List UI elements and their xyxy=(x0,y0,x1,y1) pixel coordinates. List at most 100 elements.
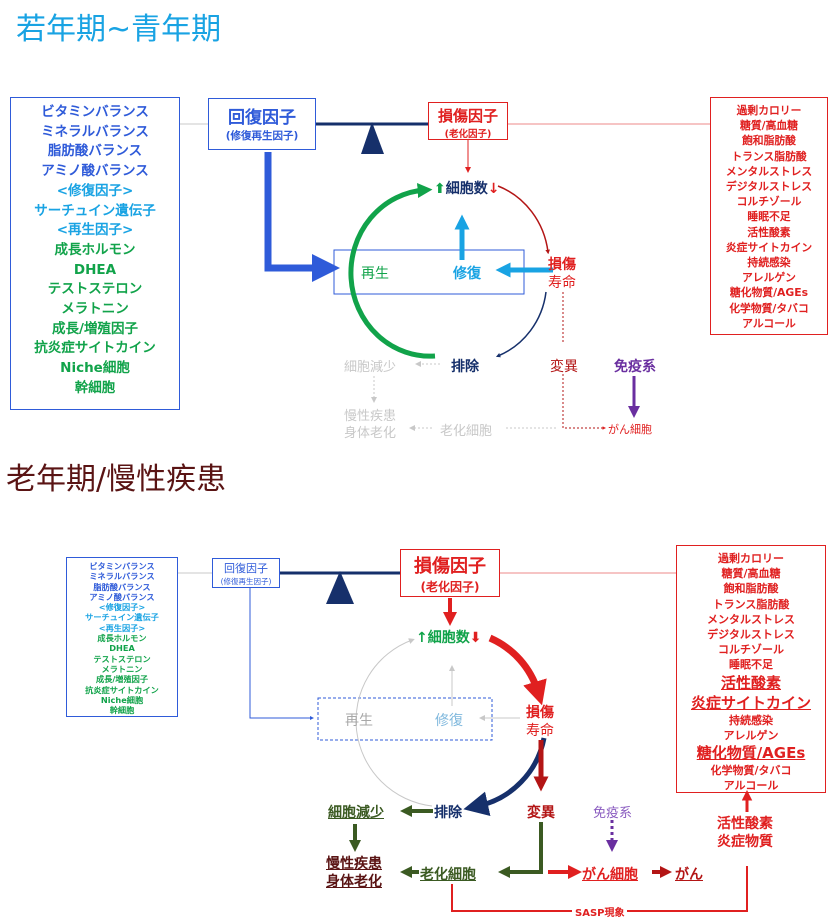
senescent-label-2: 老化細胞 xyxy=(420,867,476,883)
senescent-label: 老化細胞 xyxy=(440,424,493,439)
damage-factor-title: 損傷因子 xyxy=(414,556,486,577)
cell-decrease-label: 細胞減少 xyxy=(344,360,397,375)
list-item: コルチゾール xyxy=(718,643,784,657)
list-item: サーチュイン遺伝子 xyxy=(85,612,159,623)
arrow-down-icon: ↓ xyxy=(487,181,500,197)
recovery-factor-list: ビタミンバランス ミネラルバランス 脂肪酸バランス アミノ酸バランス <修復因子… xyxy=(10,97,180,410)
damage-factor-subtitle: (老化因子) xyxy=(420,580,480,594)
balance-fulcrum-icon xyxy=(361,122,384,154)
excretion-label-2: 排除 xyxy=(434,805,462,821)
list-item: 成長ホルモン xyxy=(54,241,136,258)
immune-label: 免疫系 xyxy=(614,359,656,375)
damage-label: 損傷 xyxy=(548,257,576,273)
recovery-factor-subtitle: (修復再生因子) xyxy=(225,130,299,142)
sasp-label: SASP現象 xyxy=(572,904,628,919)
disease-aging-label: 慢性疾患 身体老化 xyxy=(344,408,396,442)
cell-decrease-label-2: 細胞減少 xyxy=(328,805,384,821)
list-item: 成長/増殖因子 xyxy=(52,320,138,337)
list-item: テストステロン xyxy=(93,653,151,664)
aging-text: 身体老化 xyxy=(326,874,382,890)
list-item: アレルゲン xyxy=(742,271,796,285)
list-item: 幹細胞 xyxy=(109,705,135,716)
list-item: トランス脂肪酸 xyxy=(712,597,790,611)
lifespan-label: 寿命 xyxy=(548,275,576,291)
list-item-emphasized: 活性酸素 xyxy=(720,673,781,692)
arrow-down-icon: ⬇ xyxy=(469,630,482,646)
list-item: アレルゲン xyxy=(723,728,779,742)
list-item: メラトニン xyxy=(101,663,143,674)
immune-label-2: 免疫系 xyxy=(593,806,633,821)
list-item: トランス脂肪酸 xyxy=(731,149,807,163)
recovery-factor-list-2: ビタミンバランス ミネラルバランス 脂肪酸バランス アミノ酸バランス <修復因子… xyxy=(66,557,178,717)
list-item: ミネラルバランス xyxy=(89,571,155,582)
list-item: 幹細胞 xyxy=(74,379,116,396)
list-item: メンタルストレス xyxy=(707,612,795,626)
list-item: 過剰カロリー xyxy=(718,552,784,565)
list-item: アミノ酸バランス xyxy=(89,591,155,602)
list-item: 糖質/高血糖 xyxy=(740,119,798,133)
list-item: Niche細胞 xyxy=(60,360,130,377)
list-item: 成長ホルモン xyxy=(97,633,147,644)
list-item: 飽和脂肪酸 xyxy=(723,582,779,596)
excretion-label: 排除 xyxy=(451,359,479,375)
arrow-up-icon: ↑ xyxy=(416,630,428,646)
list-item: 抗炎症サイトカイン xyxy=(85,684,159,695)
repair-label-2: 修復 xyxy=(435,713,463,729)
list-item: 抗炎症サイトカイン xyxy=(34,340,156,357)
damage-factor-subtitle: (老化因子) xyxy=(444,129,492,140)
list-item: デジタルストレス xyxy=(707,628,795,642)
list-item: メンタルストレス xyxy=(725,164,813,178)
list-item: アミノ酸バランス xyxy=(41,163,149,180)
list-item: デジタルストレス xyxy=(725,180,813,194)
list-item: <修復因子> xyxy=(56,182,134,199)
list-item-emphasized: 糖化物質/AGEs xyxy=(696,744,806,763)
aging-text: 身体老化 xyxy=(344,426,397,441)
sasp-product-label: 活性酸素 炎症物質 xyxy=(717,815,773,851)
list-item: 成長/増殖因子 xyxy=(95,674,149,685)
list-item: ミネラルバランス xyxy=(41,123,149,140)
damage-label-2: 損傷 xyxy=(526,705,554,721)
recovery-factor-box: 回復因子 (修復再生因子) xyxy=(208,98,316,150)
balance-fulcrum-icon-2 xyxy=(326,571,354,604)
repair-label: 修復 xyxy=(453,266,481,282)
list-item: 飽和脂肪酸 xyxy=(742,134,796,148)
list-item: アルコール xyxy=(723,779,779,793)
arrow-up-icon: ⬆ xyxy=(434,181,446,197)
list-item: テストステロン xyxy=(47,281,143,298)
cancer-cell-label: がん細胞 xyxy=(608,423,652,436)
disease-text: 慢性疾患 xyxy=(326,856,382,872)
ros-text: 活性酸素 xyxy=(717,816,773,832)
list-item: アルコール xyxy=(742,316,796,330)
list-item: 糖化物質/AGEs xyxy=(729,286,809,300)
list-item: 炎症サイトカイン xyxy=(725,240,813,254)
damage-factor-list-2: 過剰カロリー 糖質/高血糖 飽和脂肪酸 トランス脂肪酸 メンタルストレス デジタ… xyxy=(676,545,826,793)
regen-label-2: 再生 xyxy=(345,713,373,729)
list-item: 糖質/高血糖 xyxy=(721,567,781,581)
list-item: 過剰カロリー xyxy=(736,104,802,117)
recovery-factor-title: 回復因子 xyxy=(228,108,296,128)
cancer-label: がん xyxy=(675,867,703,883)
list-item: メラトニン xyxy=(61,301,129,318)
list-item: <修復因子> xyxy=(98,602,146,613)
list-item: 睡眠不足 xyxy=(729,658,773,672)
list-item: 脂肪酸バランス xyxy=(47,143,143,160)
list-item: サーチュイン遺伝子 xyxy=(34,202,156,219)
cell-count-label-2: ↑細胞数⬇ xyxy=(416,630,482,646)
mutation-label-2: 変異 xyxy=(527,805,555,821)
list-item: Niche細胞 xyxy=(100,694,144,705)
list-item: ビタミンバランス xyxy=(41,104,149,120)
list-item: 化学物質/タバコ xyxy=(729,301,809,315)
cancer-cell-label-2: がん細胞 xyxy=(582,867,638,883)
disease-aging-label-2: 慢性疾患 身体老化 xyxy=(326,855,382,891)
list-item: <再生因子> xyxy=(98,622,146,633)
list-item: 脂肪酸バランス xyxy=(93,581,151,592)
list-item-emphasized: 炎症サイトカイン xyxy=(690,693,811,712)
recovery-factor-subtitle: (修復再生因子) xyxy=(220,577,272,586)
lifespan-label-2: 寿命 xyxy=(526,723,554,739)
damage-factor-list: 過剰カロリー 糖質/高血糖 飽和脂肪酸 トランス脂肪酸 メンタルストレス デジタ… xyxy=(710,97,828,335)
list-item: ビタミンバランス xyxy=(89,561,155,571)
damage-factor-title: 損傷因子 xyxy=(437,107,498,125)
list-item: 睡眠不足 xyxy=(747,210,791,224)
list-item: コルチゾール xyxy=(736,195,802,209)
damage-factor-box: 損傷因子 (老化因子) xyxy=(428,102,508,140)
